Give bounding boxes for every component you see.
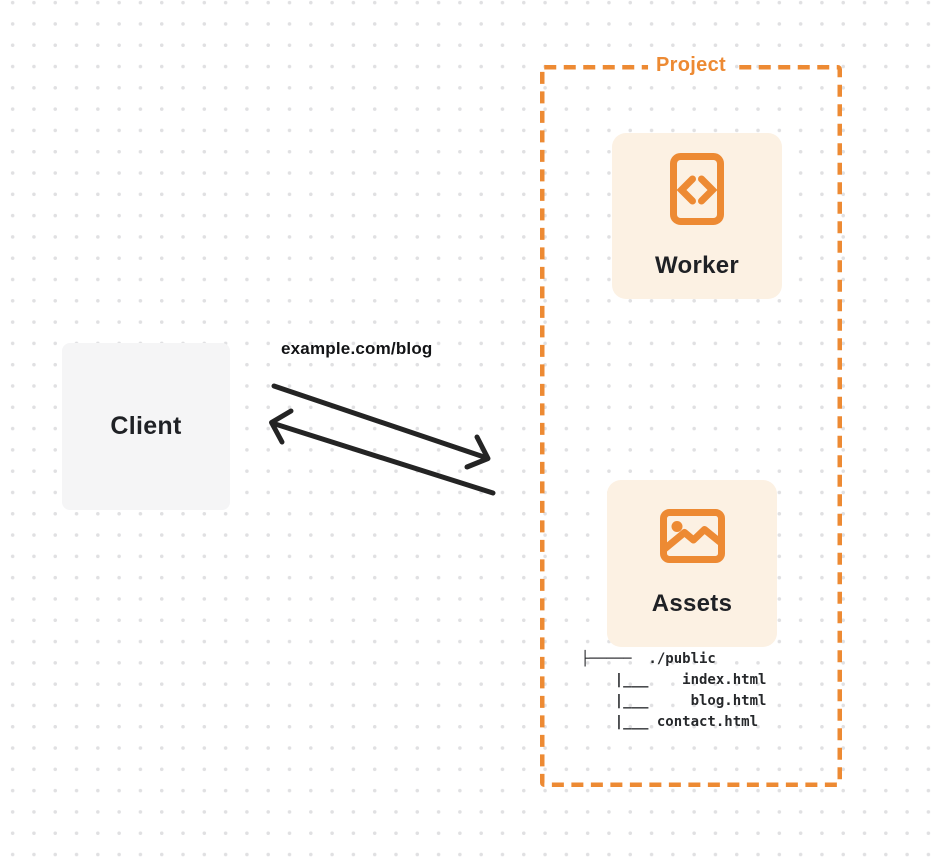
- assets-label: Assets: [651, 590, 733, 617]
- worker-node: Worker: [612, 133, 782, 299]
- file-tree-line-public: ├───── ./public: [581, 651, 716, 667]
- project-boundary: Project: [540, 51, 842, 787]
- request-url-label: example.com/blog: [281, 339, 433, 358]
- assets-file-tree: ├───── ./public |___ index.html |___ blo…: [581, 649, 766, 733]
- client-node: Client: [62, 343, 230, 510]
- code-document-icon: [670, 152, 724, 225]
- file-tree-line-blog: |___ blog.html: [581, 693, 767, 709]
- client-label: Client: [110, 412, 182, 440]
- assets-node: Assets: [607, 480, 777, 647]
- file-tree-line-contact: |___ contact.html: [581, 714, 759, 730]
- image-icon: [659, 509, 725, 563]
- worker-label: Worker: [654, 251, 740, 279]
- request-arrow: [271, 383, 491, 470]
- response-arrow: [269, 408, 496, 496]
- project-label: Project: [648, 51, 734, 79]
- file-tree-line-index: |___ index.html: [581, 672, 767, 688]
